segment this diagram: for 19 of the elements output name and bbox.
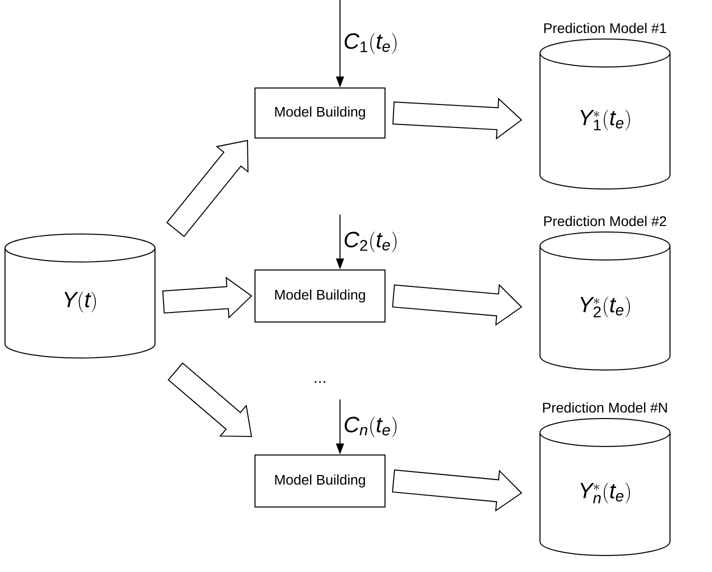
process-box: Model Building: [254, 454, 386, 508]
process-box: Model Building: [254, 87, 386, 138]
model-heading: Prediction Model #1: [544, 22, 666, 34]
database-cylinder: $Y_1^*(t_e)$: [540, 38, 670, 190]
process-box: Model Building: [254, 269, 386, 322]
database-cylinder: $Y(t)$: [4, 233, 156, 358]
edge-label: $C_1(t_e)$: [342, 32, 400, 55]
block-arrow: [392, 470, 522, 512]
block-arrow: [392, 284, 522, 326]
ellipsis-text: ...: [314, 381, 326, 383]
model-heading: Prediction Model #2: [544, 216, 666, 226]
model-heading: Prediction Model #N: [543, 402, 667, 413]
database-cylinder: $Y_2^*(t_e)$: [540, 231, 670, 370]
edge-label: $C_n(t_e)$: [342, 416, 400, 438]
edge-label: $C_2(t_e)$: [342, 230, 400, 254]
block-arrow: [392, 98, 522, 140]
database-cylinder: $Y_n^*(t_e)$: [540, 418, 670, 556]
node-label: $Y(t)$: [64, 292, 96, 312]
block-arrow: [162, 276, 252, 319]
